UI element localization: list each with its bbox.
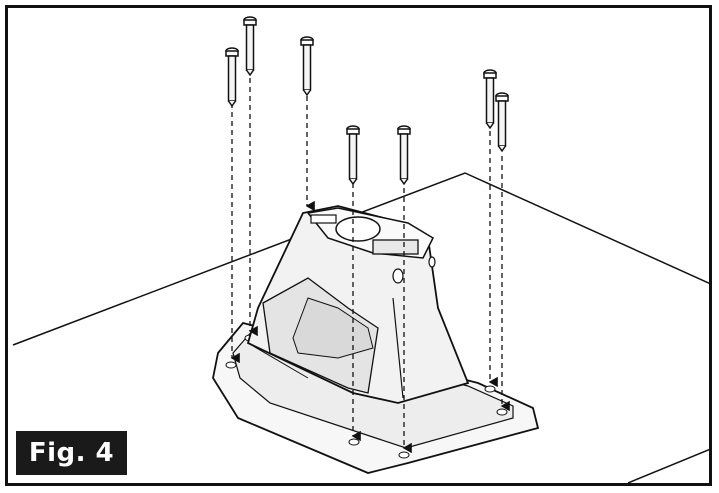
table-surface: [12, 172, 709, 483]
screw: [300, 36, 314, 96]
guide-lines: [230, 78, 510, 454]
figure-frame: Fig. 4: [5, 5, 712, 486]
screw: [397, 125, 411, 185]
screw: [243, 16, 257, 76]
figure-label: Fig. 4: [16, 431, 127, 475]
assembly-illustration: [12, 16, 709, 483]
housing: [246, 205, 470, 404]
screw: [483, 69, 497, 129]
screw: [346, 125, 360, 185]
screw: [225, 47, 239, 107]
screw: [495, 92, 509, 152]
